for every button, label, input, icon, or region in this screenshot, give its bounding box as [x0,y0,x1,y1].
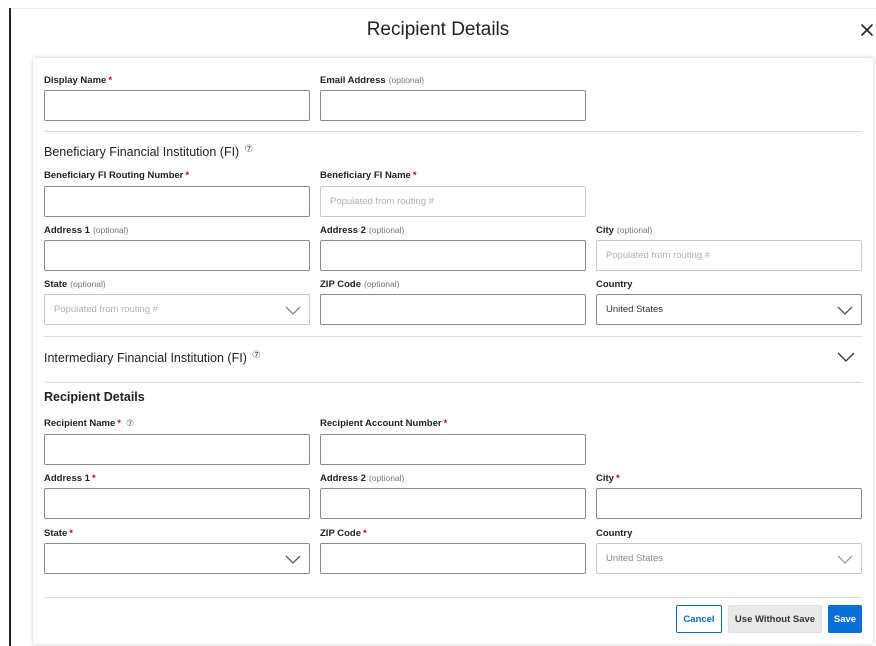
display-name-label: Display Name* [44,75,113,86]
recipient-address1-input[interactable] [44,488,310,519]
recipient-country-select[interactable]: United States [596,543,862,574]
beneficiary-address2-label: Address 2(optional) [320,225,405,236]
recipient-name-input[interactable] [44,434,310,465]
window-top-border [11,8,876,9]
beneficiary-section-title: Beneficiary Financial Institution (FI)⑦ [44,144,254,159]
close-icon[interactable] [858,21,876,39]
beneficiary-address1-label: Address 1(optional) [44,225,129,236]
chevron-down-icon [285,555,301,564]
cancel-button[interactable]: Cancel [676,605,722,633]
recipient-state-select[interactable] [44,543,310,574]
chevron-down-icon [837,306,853,315]
recipient-address2-input[interactable] [320,488,586,519]
beneficiary-country-select[interactable]: United States [596,294,862,325]
routing-number-input[interactable] [44,186,310,217]
chevron-down-icon[interactable] [837,350,855,362]
footer-divider [44,597,862,598]
dialog-title: Recipient Details [366,19,510,40]
save-button[interactable]: Save [828,605,862,633]
section-divider [44,336,862,337]
beneficiary-address2-input[interactable] [320,240,586,271]
recipient-zip-label: ZIP Code* [320,528,367,539]
chevron-down-icon [837,555,853,564]
recipient-account-input[interactable] [320,434,586,465]
beneficiary-state-label: State(optional) [44,279,106,290]
email-input[interactable] [320,90,586,121]
intermediary-section-title[interactable]: Intermediary Financial Institution (FI)⑦ [44,350,261,365]
beneficiary-address1-input[interactable] [44,240,310,271]
use-without-save-button[interactable]: Use Without Save [728,605,822,633]
help-icon[interactable]: ⑦ [251,350,261,361]
recipient-account-label: Recipient Account Number* [320,418,448,429]
help-icon[interactable]: ⑦ [244,144,254,155]
recipient-state-label: State* [44,528,73,539]
recipient-city-input[interactable] [596,488,862,519]
chevron-down-icon [285,306,301,315]
display-name-input[interactable] [44,90,310,121]
routing-number-label: Beneficiary FI Routing Number* [44,170,190,181]
recipient-name-label: Recipient Name*⑦ [44,418,135,429]
recipient-address2-label: Address 2(optional) [320,473,405,484]
section-divider [44,131,862,132]
section-divider [44,382,862,383]
recipient-zip-input[interactable] [320,543,586,574]
required-mark: * [108,75,113,86]
fi-name-field: Populated from routing # [320,186,586,217]
recipient-section-title: Recipient Details [44,390,145,404]
beneficiary-city-field: Populated from routing # [596,240,862,271]
email-label: Email Address(optional) [320,75,425,86]
help-icon[interactable]: ⑦ [125,418,135,428]
recipient-city-label: City* [596,473,620,484]
beneficiary-zip-input[interactable] [320,294,586,325]
fi-name-label: Beneficiary FI Name* [320,170,417,181]
window-edge [9,8,11,646]
beneficiary-country-label: Country [596,279,633,290]
recipient-country-label: Country [596,528,633,539]
beneficiary-city-label: City(optional) [596,225,653,236]
recipient-address1-label: Address 1* [44,473,96,484]
beneficiary-zip-label: ZIP Code(optional) [320,279,400,290]
beneficiary-state-select[interactable]: Populated from routing # [44,294,310,325]
